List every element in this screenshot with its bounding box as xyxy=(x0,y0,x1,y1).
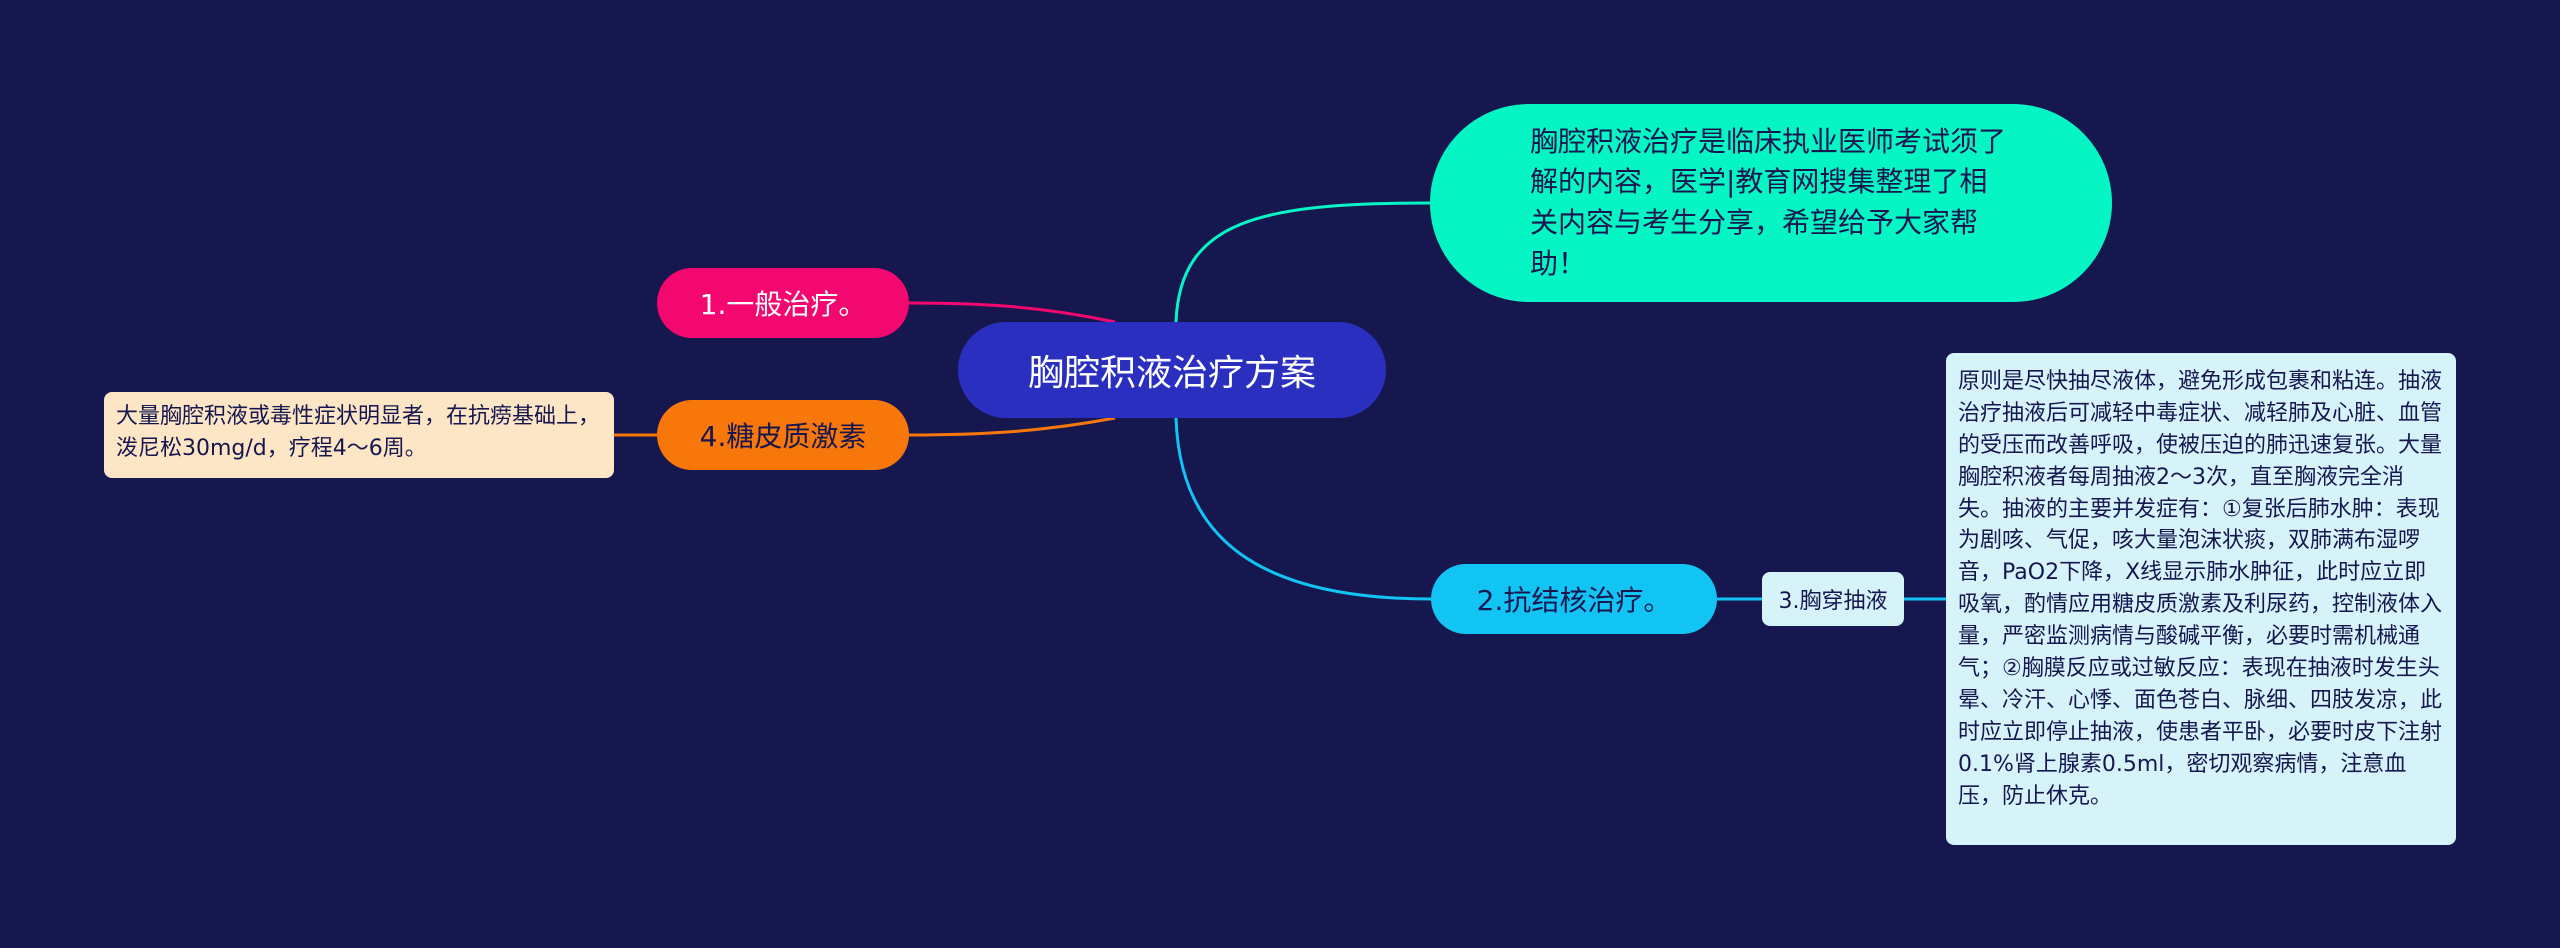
steroid-note[interactable]: 大量胸腔积液或毒性症状明显者，在抗痨基础上，泼尼松30mg/d，疗程4～6周。 xyxy=(104,392,614,478)
anti-tb-label: 2.抗结核治疗。 xyxy=(1476,584,1672,617)
anti-tb-node[interactable]: 2.抗结核治疗。 xyxy=(1431,564,1717,634)
root-node[interactable]: 胸腔积液治疗方案 xyxy=(958,322,1386,418)
steroid-label: 4.糖皮质激素 xyxy=(699,420,867,453)
thoracentesis-label: 3.胸穿抽液 xyxy=(1778,589,1888,614)
root-label: 胸腔积液治疗方案 xyxy=(1027,353,1316,394)
steroid-node[interactable]: 4.糖皮质激素 xyxy=(657,400,909,470)
thoracentesis-node[interactable]: 3.胸穿抽液 xyxy=(1762,572,1904,626)
general-treatment-label: 1.一般治疗。 xyxy=(699,288,867,321)
link-root-tb xyxy=(1174,417,1432,601)
link-root-general xyxy=(908,301,1116,324)
thoracentesis-note-text: 原则是尽快抽尽液体，避免形成包裹和粘连。抽液治疗抽液后可减轻中毒症状、减轻肺及心… xyxy=(1958,369,2443,809)
link-root-steroid xyxy=(908,416,1116,437)
general-treatment-node[interactable]: 1.一般治疗。 xyxy=(657,268,909,338)
intro-text: 胸腔积液治疗是临床执业医师考试须了解的内容，医学|教育网搜集整理了相关内容与考生… xyxy=(1530,124,2007,280)
thoracentesis-note[interactable]: 原则是尽快抽尽液体，避免形成包裹和粘连。抽液治疗抽液后可减轻中毒症状、减轻肺及心… xyxy=(1946,353,2456,845)
link-root-intro xyxy=(1174,201,1431,323)
steroid-note-text: 大量胸腔积液或毒性症状明显者，在抗痨基础上，泼尼松30mg/d，疗程4～6周。 xyxy=(116,404,601,461)
intro-node[interactable]: 胸腔积液治疗是临床执业医师考试须了解的内容，医学|教育网搜集整理了相关内容与考生… xyxy=(1430,104,2112,302)
